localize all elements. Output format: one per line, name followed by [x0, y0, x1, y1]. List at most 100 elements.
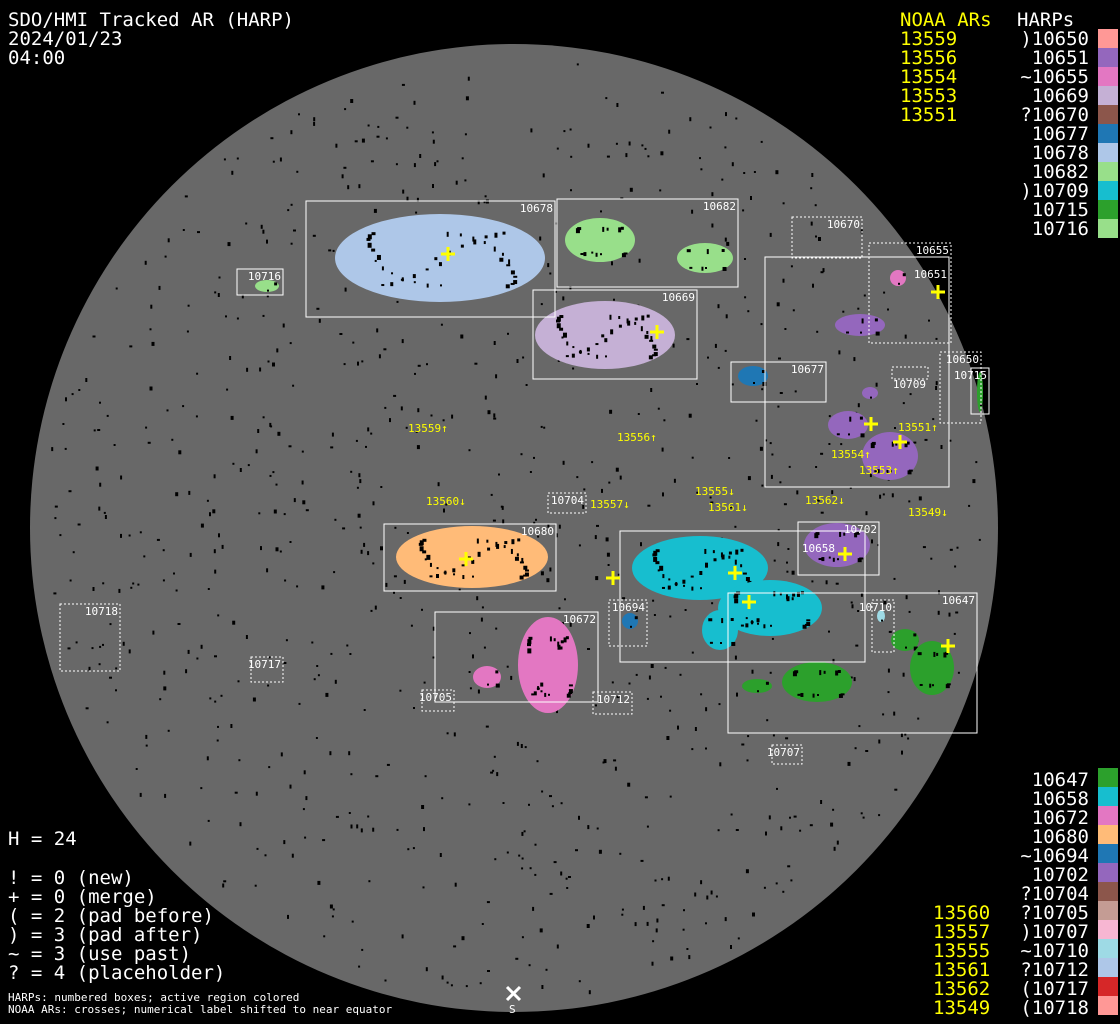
sunspot-pixel [472, 236, 475, 242]
harp-box-10647[interactable]: 10647 [727, 592, 978, 734]
active-region-patch [718, 580, 822, 636]
harp-box-10718[interactable]: 10718 [59, 603, 121, 672]
speck [421, 805, 425, 809]
sunspot-pixel [367, 242, 372, 248]
speck [563, 130, 566, 133]
speck [556, 709, 558, 714]
speck [403, 579, 406, 584]
speck [530, 128, 533, 133]
sunspot-pixel [452, 568, 456, 573]
speck [549, 892, 553, 895]
speck [578, 815, 580, 820]
sunspot-pixel [818, 558, 822, 561]
harp-box-10651[interactable]: 10651 [764, 256, 950, 488]
speck [175, 589, 178, 592]
speck [908, 610, 911, 613]
active-region-patch [891, 629, 919, 651]
speck [828, 443, 831, 445]
speck [711, 602, 714, 605]
speck [717, 829, 720, 832]
harp-box-10704[interactable]: 10704 [547, 492, 587, 514]
sunspot-pixel [655, 561, 660, 565]
speck [259, 367, 262, 372]
speck [772, 734, 775, 737]
speck [350, 470, 353, 473]
sunspot-pixel [508, 259, 511, 265]
harp-box-10715[interactable]: 10715 [954, 367, 990, 415]
harp-legend-item: 10677 [1032, 123, 1089, 145]
harp-box-10670[interactable]: 10670 [791, 216, 863, 259]
harp-box-10650[interactable]: 10650 [939, 351, 982, 424]
harp-box-10709[interactable]: 10709 [891, 366, 929, 391]
sunspot-pixel [510, 282, 515, 285]
speck [214, 569, 217, 574]
speck [776, 302, 780, 307]
harp-box-10694[interactable]: 10694 [608, 599, 648, 647]
speck [490, 771, 494, 774]
speck [132, 582, 135, 585]
speck [373, 208, 377, 213]
speck [860, 812, 863, 815]
active-region-patch [862, 387, 878, 399]
harp-box-10712[interactable]: 10712 [592, 691, 633, 715]
noaa-ar-label: 13559↑ [408, 422, 448, 435]
speck [744, 258, 746, 260]
harp-box-10678[interactable]: 10678 [305, 200, 556, 318]
harp-box-10658[interactable]: 10658 [619, 530, 866, 663]
harp-box-10682[interactable]: 10682 [556, 198, 739, 288]
flag-legend: ! = 0 (new)+ = 0 (merge)( = 2 (pad befor… [8, 867, 225, 984]
harp-color-swatch [1098, 958, 1118, 977]
speck [737, 937, 740, 940]
harp-box-10702[interactable]: 10702 [797, 521, 880, 576]
harp-box-label: 10682 [703, 200, 736, 213]
speck [487, 970, 490, 972]
sunspot-pixel [874, 470, 878, 473]
speck [583, 488, 586, 491]
harp-color-swatch [1098, 863, 1118, 882]
speck [461, 936, 465, 941]
harp-box-10707[interactable]: 10707 [767, 744, 803, 765]
speck [419, 154, 422, 158]
speck [972, 479, 976, 484]
harp-box-10655[interactable]: 10655 [868, 242, 952, 344]
speck [401, 934, 404, 939]
harp-color-swatch [1098, 29, 1118, 48]
harp-box-10717[interactable]: 10717 [248, 656, 284, 683]
speck [98, 663, 101, 666]
speck [769, 671, 772, 674]
speck [887, 668, 890, 673]
sunspot-pixel [644, 334, 649, 339]
speck [305, 509, 309, 512]
speck [159, 698, 162, 701]
sunspot-pixel [860, 433, 865, 438]
speck [842, 310, 845, 313]
harp-box-10705[interactable]: 10705 [419, 689, 455, 712]
speck [686, 948, 689, 950]
speck [650, 388, 653, 392]
speck [572, 367, 575, 370]
sunspot-pixel [886, 469, 889, 474]
harp-legend-item: )10650 [1020, 28, 1089, 50]
sunspot-pixel [472, 575, 474, 578]
speck [818, 237, 821, 241]
harp-box-10716[interactable]: 10716 [236, 268, 284, 296]
harp-box-10677[interactable]: 10677 [730, 361, 827, 403]
speck [684, 609, 687, 611]
sunspot-pixel [553, 638, 556, 642]
speck [862, 816, 865, 819]
harp-box-outline [383, 523, 557, 592]
speck [532, 906, 535, 911]
speck [948, 612, 951, 617]
speck [163, 686, 167, 691]
speck [290, 203, 293, 206]
harp-box-10669[interactable]: 10669 [532, 289, 698, 380]
harp-legend-item: 10716 [1032, 218, 1089, 240]
speck [771, 453, 774, 456]
harp-box-10680[interactable]: 10680 [383, 523, 557, 592]
harp-box-10672[interactable]: 10672 [434, 611, 599, 703]
harp-box-10710[interactable]: 10710 [859, 599, 895, 653]
harp-box-label: 10677 [791, 363, 824, 376]
speck [394, 526, 397, 529]
sunspot-pixel [907, 470, 912, 475]
speck [734, 525, 737, 528]
